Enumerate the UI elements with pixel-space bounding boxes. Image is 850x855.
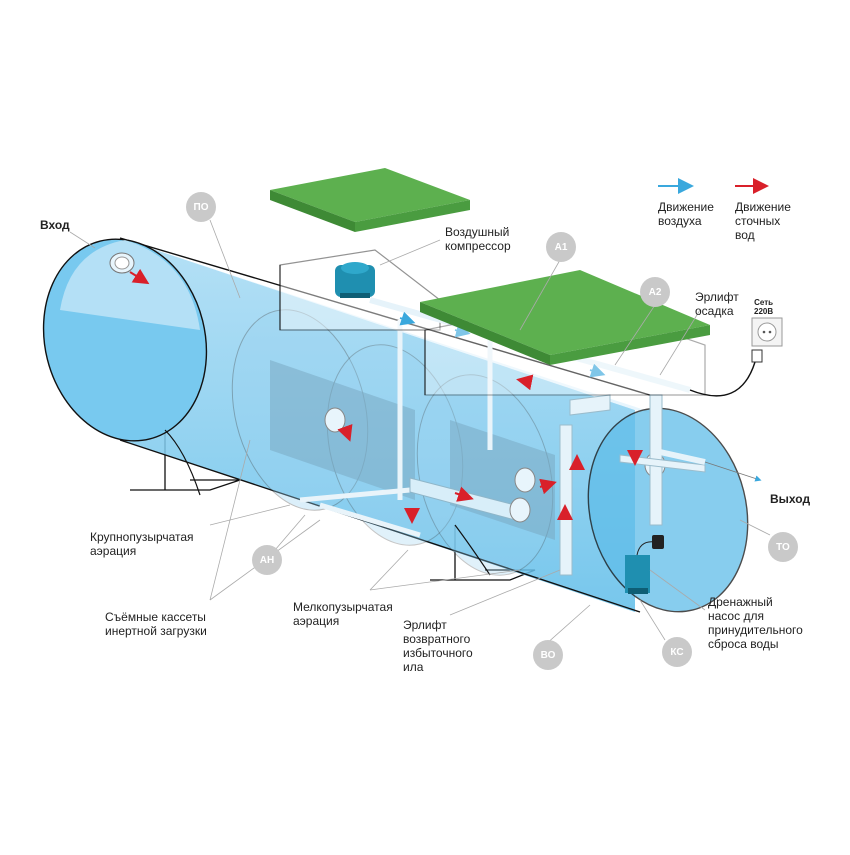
badge-an: АН [252, 545, 282, 575]
aeration-pipes [299, 320, 493, 538]
lid-left [270, 168, 470, 232]
lid-right [420, 270, 710, 365]
drain-pump-label: Дренажный насос для принудительного сбро… [708, 595, 803, 651]
coarse-aeration-label: Крупнопузырчатая аэрация [90, 530, 194, 558]
badge-to: ТО [768, 532, 798, 562]
power-socket-icon [751, 317, 783, 363]
removable-cassettes-label: Съёмные кассеты инертной загрузки [105, 610, 207, 638]
power-cable [689, 361, 756, 397]
inlet-label: Вход [40, 218, 70, 232]
badge-vo: ВО [533, 640, 563, 670]
legend-air-label: Движение воздуха [658, 200, 714, 228]
air-flow-arrows [399, 311, 606, 378]
mains-label: Сеть 220В [754, 298, 774, 316]
badge-a2: А2 [640, 277, 670, 307]
airlift-settler-label: Эрлифт осадка [695, 290, 739, 318]
leader-lines [69, 219, 771, 646]
legend-water-label: Движение сточных вод [735, 200, 791, 242]
tank-left-endcap [42, 238, 208, 442]
drain-pump-icon [625, 535, 664, 594]
fine-aeration-label: Мелкопузырчатая аэрация [293, 600, 393, 628]
outlet-pipe [659, 449, 762, 482]
badge-po: ПО [186, 192, 216, 222]
badge-a1: А1 [546, 232, 576, 262]
water-flow-arrows [337, 374, 643, 524]
air-compressor-icon [335, 262, 375, 298]
inlet-pipe-icon [109, 252, 135, 274]
compressor-label: Воздушный компрессор [445, 225, 511, 253]
badge-ks: КС [662, 637, 692, 667]
outlet-label: Выход [770, 492, 811, 506]
return-airlift-label: Эрлифт возвратного избыточного ила [403, 618, 473, 674]
